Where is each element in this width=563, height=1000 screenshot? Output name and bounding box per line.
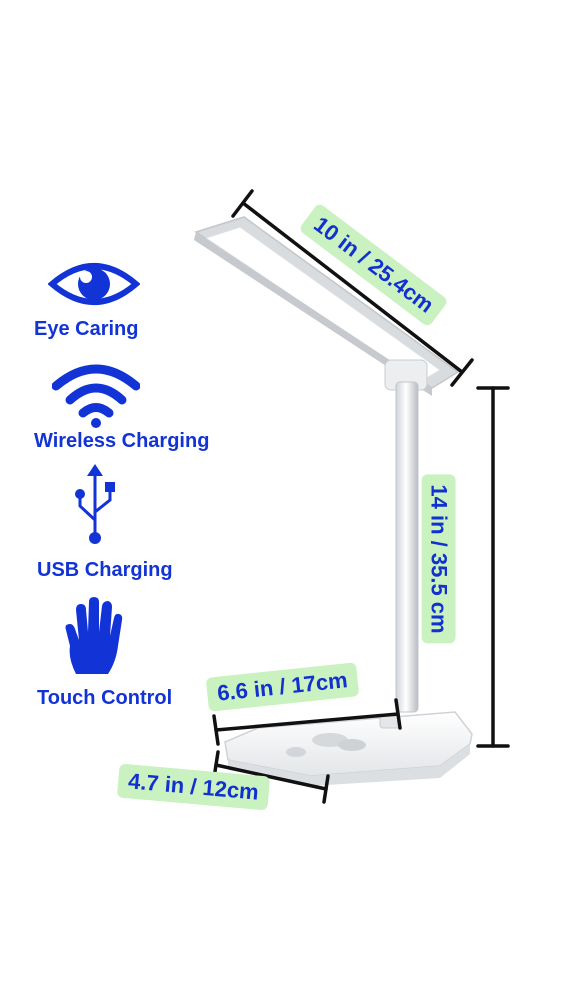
feature-label-eye-caring: Eye Caring [34,318,139,340]
eye-icon [48,263,140,305]
head-width-dimension-line [231,189,474,387]
height-dimension-line [476,386,510,748]
wifi-icon [52,364,140,428]
base-width-dimension-line [212,698,402,746]
hand-icon [65,597,123,674]
lamp-pole [395,381,419,713]
lamp-base [224,711,473,786]
height-label: 14 in / 35.5 cm [421,474,456,644]
feature-label-usb-charging: USB Charging [37,559,173,581]
lamp-head [194,216,460,396]
feature-label-touch-control: Touch Control [37,687,173,709]
usb-icon [75,464,115,544]
touch-button-icon [286,747,306,757]
feature-label-wireless-charging: Wireless Charging [34,430,210,452]
